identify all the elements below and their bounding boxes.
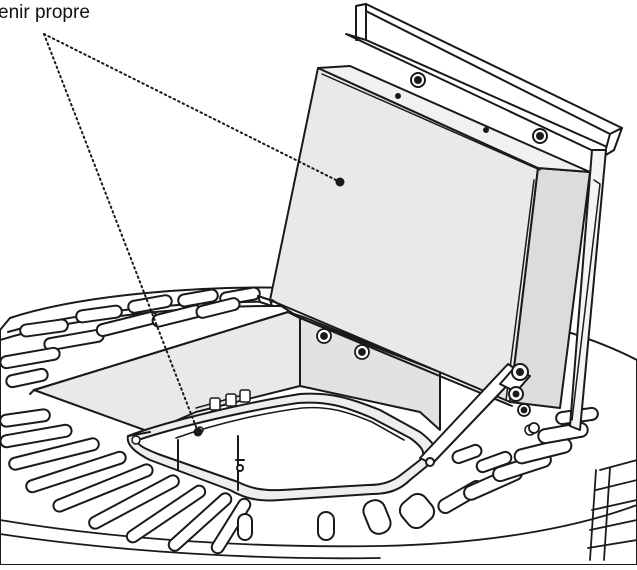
callout-label: enir propre [0,2,90,23]
lid [257,65,591,409]
callout-dots [193,177,345,437]
leader-line-lid [43,33,341,183]
leader-dot-lid [335,177,345,187]
hinge-bolts [316,328,540,434]
hatch-opening [29,311,536,502]
grating-slots [0,286,599,555]
leader-dot-frame [193,427,203,437]
callout-leaders [43,33,341,433]
leader-line-frame [43,33,199,433]
cage-lower [0,459,637,561]
support-strut [419,363,531,467]
hinge-bracket [345,3,623,431]
